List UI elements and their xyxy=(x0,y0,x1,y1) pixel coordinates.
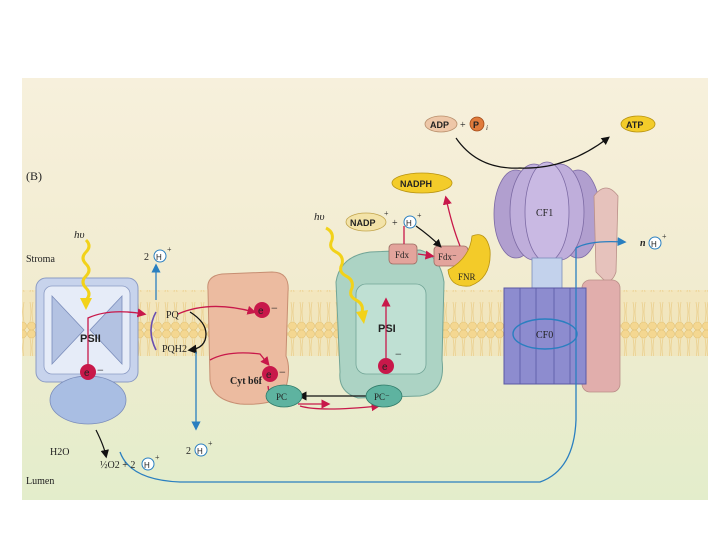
svg-text:H: H xyxy=(156,253,162,262)
svg-text:e: e xyxy=(258,306,264,317)
svg-text:−: − xyxy=(279,365,286,379)
stator-membrane xyxy=(581,279,621,393)
electron-psi: e − xyxy=(378,347,402,374)
cytb6f-complex: Cyt b6f xyxy=(207,271,290,405)
svg-text:+: + xyxy=(208,439,213,448)
light-label-psii: hυ xyxy=(74,229,85,241)
svg-text:P: P xyxy=(473,120,479,130)
electron-path xyxy=(87,195,461,412)
pq-cycle-arrow xyxy=(187,311,207,354)
svg-text:H: H xyxy=(197,447,203,456)
lumen-label: Lumen xyxy=(26,476,54,487)
atp-synthesis-arrow xyxy=(455,136,610,169)
psii-label: PSII xyxy=(80,333,101,345)
pq-label: PQ xyxy=(166,310,180,321)
svg-text:+: + xyxy=(155,453,160,462)
svg-text:H: H xyxy=(144,461,150,470)
water-products: H2O ½O2 + 2 H + xyxy=(50,447,160,471)
svg-text:+: + xyxy=(167,245,172,254)
svg-text:ADP: ADP xyxy=(430,120,449,130)
cf1-label: CF1 xyxy=(536,208,553,219)
svg-text:PC: PC xyxy=(276,392,287,402)
pc-oxidized: PC xyxy=(265,384,303,408)
electron-cyt-bottom: e − xyxy=(262,365,286,382)
svg-text:e: e xyxy=(266,370,272,381)
svg-text:e: e xyxy=(84,368,90,379)
light-label-psi: hυ xyxy=(314,211,325,223)
nadph-product: NADPH xyxy=(391,172,453,194)
fdx-label: Fdx xyxy=(395,250,410,260)
svg-text:−: − xyxy=(395,347,402,361)
svg-text:−: − xyxy=(97,363,104,377)
svg-text:n: n xyxy=(640,238,646,249)
electron-cyt-top: e − xyxy=(254,301,278,318)
panel-label: (B) xyxy=(26,169,42,183)
svg-text:+: + xyxy=(662,232,667,241)
svg-text:ATP: ATP xyxy=(626,120,643,130)
nadp-reactants: NADP + + H + xyxy=(345,209,442,248)
stator-arm xyxy=(593,187,619,282)
cf0-label: CF0 xyxy=(536,330,553,341)
proton-output: n H + xyxy=(640,232,667,250)
svg-text:PC⁻: PC⁻ xyxy=(374,392,390,402)
svg-text:+: + xyxy=(384,209,389,218)
stroma-label: Stroma xyxy=(26,254,55,265)
h2o-label: H2O xyxy=(50,447,69,458)
atp-product: ATP xyxy=(620,115,656,133)
svg-text:e: e xyxy=(382,362,388,373)
psii-complex: PSII xyxy=(35,277,139,425)
svg-text:NADP: NADP xyxy=(350,218,376,228)
psi-label: PSI xyxy=(378,323,396,335)
svg-text:H: H xyxy=(651,240,657,249)
cytb6f-label: Cyt b6f xyxy=(230,376,263,387)
svg-text:+: + xyxy=(460,120,466,131)
fnr-shape xyxy=(447,234,491,287)
fdx-reduced-label: Fdx⁻ xyxy=(438,252,457,262)
svg-text:NADPH: NADPH xyxy=(400,179,432,189)
adp-pi: ADP + P i xyxy=(424,115,488,133)
pc-reduced: PC⁻ xyxy=(365,384,403,408)
electron-psii: e − xyxy=(80,363,104,380)
half-o2-label: ½O2 + 2 xyxy=(100,460,135,471)
cf0-ring xyxy=(503,287,587,385)
proton-lumen-cyt: 2 H + xyxy=(186,439,213,457)
atp-synthase: CF1 CF0 xyxy=(493,161,621,393)
svg-text:−: − xyxy=(271,301,278,315)
svg-text:2: 2 xyxy=(144,252,149,263)
pqh2-label: PQH2 xyxy=(162,344,187,355)
pq-reduction-arrow xyxy=(150,311,157,351)
svg-text:2: 2 xyxy=(186,446,191,457)
fdx-fnr: Fdx Fdx⁻ FNR xyxy=(388,234,491,287)
svg-text:+: + xyxy=(392,218,398,229)
proton-path xyxy=(119,237,627,483)
psi-complex: PSI xyxy=(335,249,445,399)
water-split-arrow xyxy=(95,429,109,459)
proton-stroma-2h: 2 H + xyxy=(144,245,172,263)
svg-text:+: + xyxy=(417,211,422,220)
light-arrows: hυ hυ xyxy=(74,211,368,324)
fnr-label: FNR xyxy=(458,272,476,282)
fdx-box xyxy=(388,243,418,265)
svg-text:H: H xyxy=(406,219,412,228)
svg-text:i: i xyxy=(486,124,488,132)
